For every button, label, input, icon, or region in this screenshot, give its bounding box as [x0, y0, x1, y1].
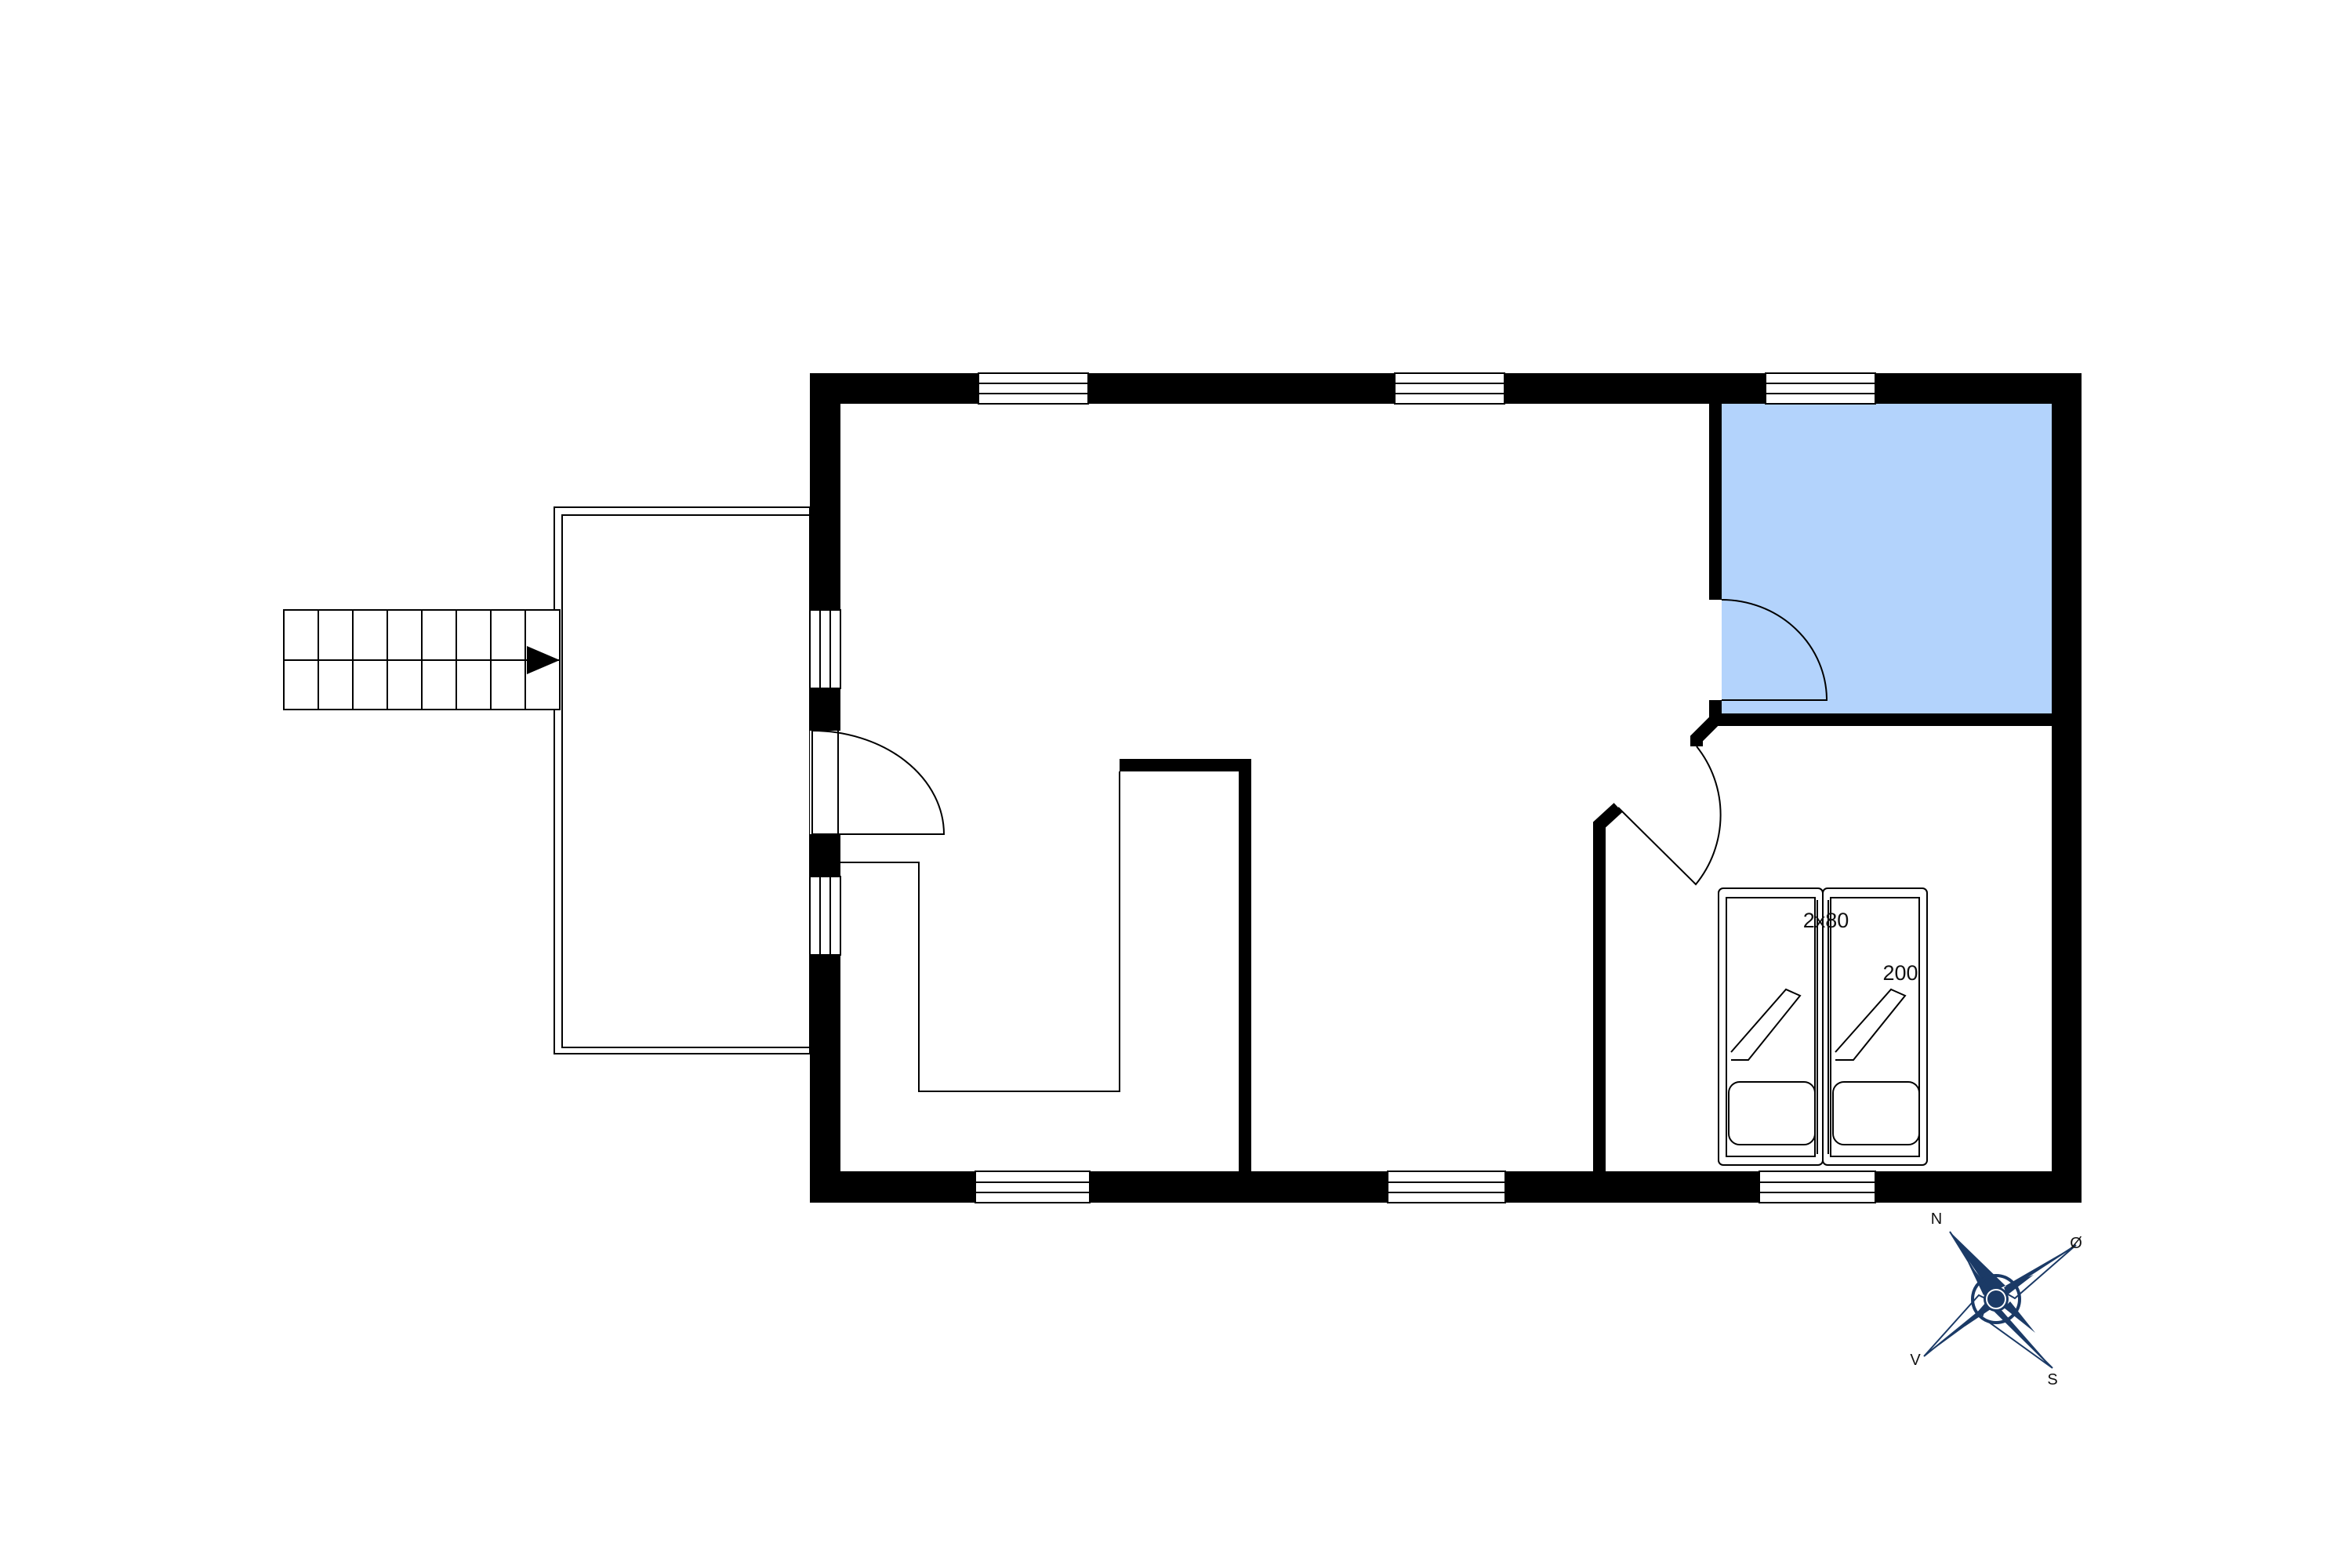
bed-width-label: 2x80 — [1803, 909, 1849, 932]
twin-beds — [1718, 887, 1928, 1166]
terrace-deck-inner — [561, 514, 811, 1048]
terrace — [554, 506, 811, 1054]
compass-south-label: S — [2047, 1371, 2057, 1388]
window-top-3 — [1765, 372, 1876, 405]
window-top-2 — [1394, 372, 1505, 405]
terrace-deck-outer — [554, 506, 811, 1054]
interior-walls — [1120, 404, 2052, 1171]
bedroom-door-jamb-upper — [1690, 715, 1720, 746]
bedroom-door — [1617, 746, 1722, 886]
partition-wall — [1239, 759, 1251, 1171]
pillow-right — [1832, 1081, 1920, 1145]
compass-rose-icon — [1923, 1231, 2077, 1369]
blanket-fold-right — [1835, 988, 1907, 1061]
pillow-left — [1728, 1081, 1816, 1145]
bathroom-door — [1721, 599, 1828, 701]
compass-east-label: Ø — [2070, 1235, 2082, 1252]
bedroom-wall — [1593, 827, 1606, 1171]
windows — [809, 372, 1876, 1203]
bathroom-wall-left-lower — [1709, 700, 1722, 713]
bed-length-label: 200 — [1882, 961, 1918, 985]
partition-wall-top — [1120, 759, 1251, 771]
window-left-2 — [809, 876, 841, 956]
entrance-door — [810, 730, 946, 835]
window-bottom-3 — [1759, 1171, 1876, 1203]
stair-direction-arrow-icon — [527, 646, 560, 674]
bathroom-wall-left-upper — [1709, 404, 1722, 600]
window-bottom-1 — [975, 1171, 1091, 1203]
window-bottom-2 — [1387, 1171, 1506, 1203]
bed-right — [1822, 887, 1928, 1166]
kitchen-counter — [840, 771, 1120, 1092]
window-top-1 — [978, 372, 1089, 405]
compass-west-label: V — [1910, 1352, 1921, 1369]
blanket-fold-left — [1730, 988, 1802, 1061]
entrance-steps — [283, 609, 561, 710]
bathroom-wall-bottom — [1709, 713, 2052, 726]
bedroom-door-jamb-lower — [1593, 803, 1623, 833]
bathroom — [1722, 404, 2052, 713]
compass-needle-ew — [1923, 1244, 2077, 1357]
window-left-1 — [809, 609, 841, 689]
compass-north-label: N — [1931, 1210, 1942, 1228]
